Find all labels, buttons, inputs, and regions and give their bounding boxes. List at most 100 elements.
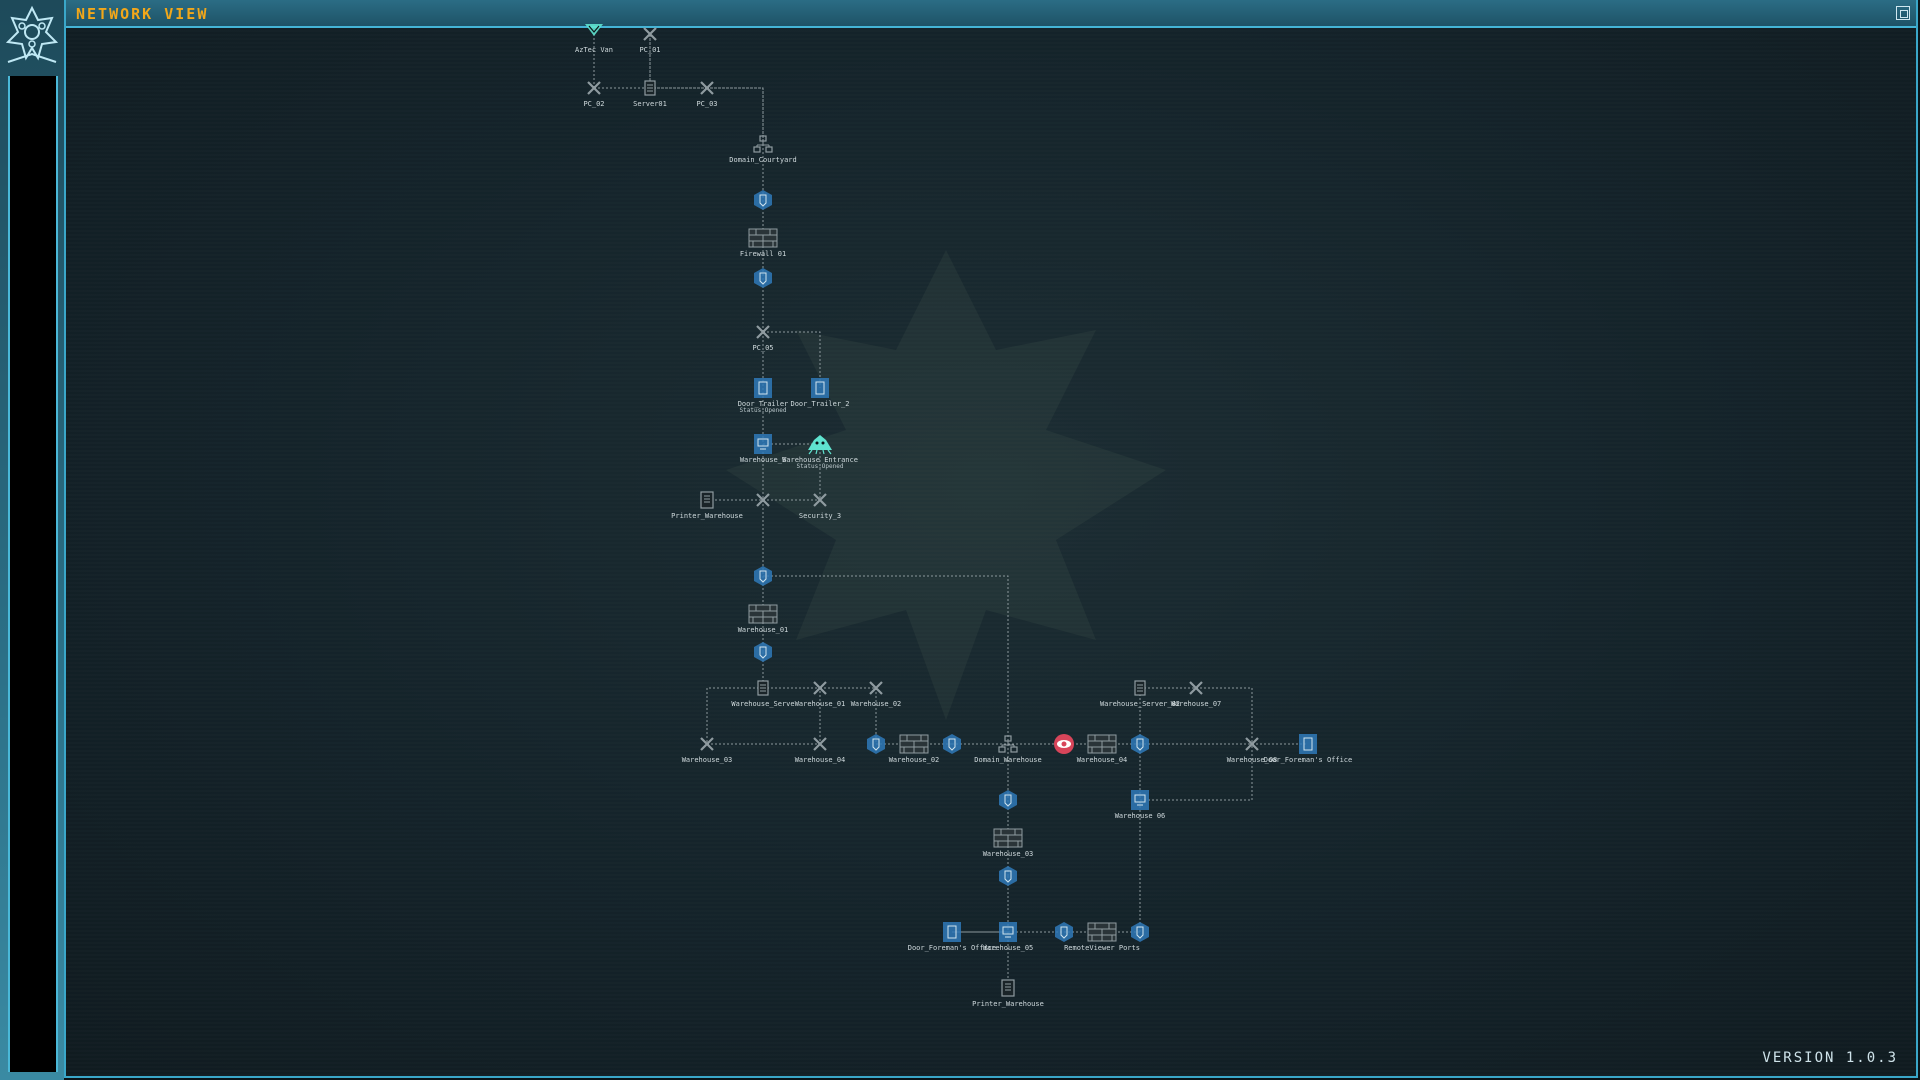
- node-domain-courtyard[interactable]: [753, 135, 773, 153]
- node-remoteviewer-fw[interactable]: [1087, 922, 1117, 942]
- node-door-trailer-2[interactable]: [811, 378, 829, 398]
- node-warehouse-entrance[interactable]: [808, 435, 832, 455]
- network-edge: [707, 87, 764, 144]
- node-label: Firewall 01: [740, 250, 786, 258]
- network-edge: [763, 331, 821, 388]
- node-gate-c1[interactable]: [754, 190, 772, 210]
- shield-icon: [754, 268, 772, 288]
- node-warehouse-01[interactable]: [813, 681, 827, 695]
- node-warehouse-06[interactable]: [1131, 790, 1149, 810]
- node-gate-w9[interactable]: [1131, 922, 1149, 942]
- maximize-button[interactable]: [1896, 6, 1910, 20]
- firewall-icon: [899, 734, 929, 754]
- cross-icon: [756, 325, 770, 339]
- cross-icon: [643, 27, 657, 41]
- node-warehouse-07[interactable]: [1189, 681, 1203, 695]
- node-warehouse-01-fw[interactable]: [748, 604, 778, 624]
- node-security-1[interactable]: [756, 493, 770, 507]
- firewall-icon: [1087, 922, 1117, 942]
- firewall-icon: [993, 828, 1023, 848]
- node-label: Warehouse_04: [1077, 756, 1128, 764]
- cross-icon: [813, 681, 827, 695]
- node-warehouse-02-fw[interactable]: [899, 734, 929, 754]
- cross-icon: [813, 493, 827, 507]
- node-label: Warehouse_03: [983, 850, 1034, 858]
- window-title: NETWORK VIEW: [76, 5, 209, 23]
- shield-icon: [943, 734, 961, 754]
- network-edge: [649, 34, 707, 89]
- domain-icon: [998, 735, 1018, 753]
- node-aztec-van[interactable]: [585, 24, 603, 36]
- node-warehouse-04[interactable]: [813, 737, 827, 751]
- node-warehouse-05[interactable]: [999, 922, 1017, 942]
- node-pc-05[interactable]: [756, 325, 770, 339]
- network-edge: [763, 575, 1009, 744]
- network-edge: [650, 87, 764, 144]
- node-label: PC_05: [752, 344, 773, 352]
- eye-icon: [1054, 734, 1074, 754]
- node-security-3[interactable]: [813, 493, 827, 507]
- shield-icon: [1131, 922, 1149, 942]
- node-printer-warehouse-top[interactable]: [700, 491, 714, 509]
- terminal-icon: [754, 434, 772, 454]
- door-icon: [943, 922, 961, 942]
- node-label: Door_Foreman's Office: [1264, 756, 1353, 764]
- node-watcher[interactable]: [1054, 734, 1074, 754]
- node-label: Warehouse_07: [1171, 700, 1222, 708]
- cross-icon: [700, 81, 714, 95]
- node-gate-c2[interactable]: [754, 268, 772, 288]
- node-warehouse-s[interactable]: [754, 434, 772, 454]
- node-pc-03[interactable]: [700, 81, 714, 95]
- node-gate-w4[interactable]: [943, 734, 961, 754]
- server-icon: [757, 680, 769, 696]
- node-pc-01[interactable]: [643, 27, 657, 41]
- node-gate-w3[interactable]: [867, 734, 885, 754]
- node-label: Door_Trailer_2: [790, 400, 849, 408]
- node-gate-w5[interactable]: [1131, 734, 1149, 754]
- node-firewall01[interactable]: [748, 228, 778, 248]
- node-warehouse-server-02[interactable]: [1134, 680, 1146, 696]
- node-domain-warehouse[interactable]: [998, 735, 1018, 753]
- node-door-foremans-office-bottom[interactable]: [943, 922, 961, 942]
- node-warehouse-02[interactable]: [869, 681, 883, 695]
- node-gate-w6[interactable]: [999, 790, 1017, 810]
- node-label: Warehouse_02: [889, 756, 940, 764]
- node-pc-02[interactable]: [587, 81, 601, 95]
- node-warehouse-08[interactable]: [1245, 737, 1259, 751]
- network-edge: [763, 687, 821, 744]
- node-server01[interactable]: [644, 80, 656, 96]
- version-label: VERSION 1.0.3: [1762, 1050, 1898, 1066]
- node-door-foremans-office-right[interactable]: [1299, 734, 1317, 754]
- shield-icon: [999, 790, 1017, 810]
- node-label: PC_02: [583, 100, 604, 108]
- node-label: Warehouse_03: [682, 756, 733, 764]
- shield-icon: [754, 642, 772, 662]
- node-warehouse-03-fw[interactable]: [993, 828, 1023, 848]
- node-gate-w8[interactable]: [1055, 922, 1073, 942]
- node-door-trailer[interactable]: [754, 378, 772, 398]
- cross-icon: [587, 81, 601, 95]
- spider-icon: [808, 435, 832, 455]
- node-label: Warehouse_02: [851, 700, 902, 708]
- network-nodes[interactable]: [585, 24, 1317, 997]
- node-gate-w1[interactable]: [754, 566, 772, 586]
- left-rail: [0, 0, 64, 1080]
- cross-icon: [813, 737, 827, 751]
- node-printer-warehouse-bottom[interactable]: [1001, 979, 1015, 997]
- shield-icon: [585, 24, 603, 36]
- node-label: Printer_Warehouse: [972, 1000, 1044, 1008]
- cross-icon: [700, 737, 714, 751]
- node-gate-w7[interactable]: [999, 866, 1017, 886]
- node-label: Warehouse_01: [795, 700, 846, 708]
- node-warehouse-serve[interactable]: [757, 680, 769, 696]
- node-warehouse-03[interactable]: [700, 737, 714, 751]
- background-emblem-icon: [726, 250, 1166, 720]
- firewall-icon: [748, 228, 778, 248]
- node-label: Warehouse_01: [738, 626, 789, 634]
- node-label: Warehouse_05: [983, 944, 1034, 952]
- node-gate-w2[interactable]: [754, 642, 772, 662]
- server-icon: [1134, 680, 1146, 696]
- node-warehouse-04-fw[interactable]: [1087, 734, 1117, 754]
